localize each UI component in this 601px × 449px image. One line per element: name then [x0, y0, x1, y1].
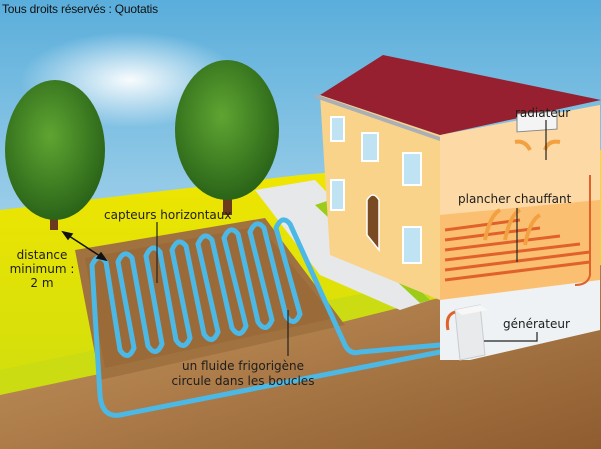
label-distance-line3: 2 m: [30, 276, 54, 290]
underfloor-heating: [444, 218, 591, 282]
distance-arrow: [61, 230, 108, 262]
label-capteurs-horizontaux: capteurs horizontaux: [104, 208, 232, 222]
heat-pipe: [574, 175, 591, 286]
label-radiateur: radiateur: [515, 106, 571, 120]
upper-room: [440, 105, 600, 215]
collector-loops: [89, 217, 443, 418]
door: [366, 194, 380, 253]
label-distance-minimum: distance minimum : 2 m: [8, 248, 76, 290]
leader-lines: [156, 120, 547, 356]
label-fluide-line2: circule dans les boucles: [171, 374, 315, 388]
label-fluide-line1: un fluide frigorigène: [181, 359, 305, 373]
tree-right: [175, 60, 279, 215]
label-distance-line2: minimum :: [9, 262, 75, 276]
label-fluide-frigorigene: un fluide frigorigène circule dans les b…: [168, 359, 318, 389]
generator: [445, 304, 488, 361]
gutter: [315, 94, 440, 141]
label-plancher-chauffant: plancher chauffant: [458, 192, 572, 206]
label-distance-line1: distance: [16, 248, 68, 262]
copyright-text: Tous droits réservés : Quotatis: [2, 2, 158, 16]
label-generateur: générateur: [503, 317, 570, 331]
radiator: [516, 110, 558, 133]
windows: [330, 116, 422, 264]
tree-left: [5, 80, 105, 230]
